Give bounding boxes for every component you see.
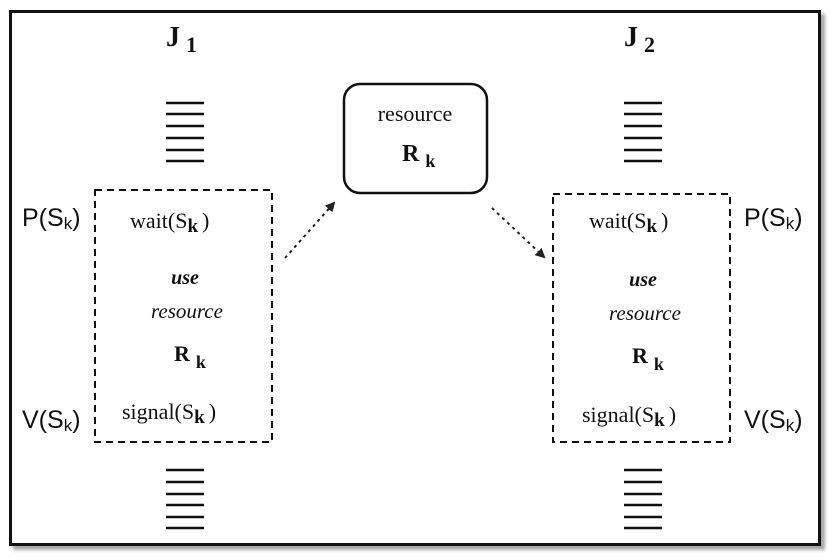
resource-label: resource [378, 101, 453, 126]
job2-use-label: use [629, 269, 657, 291]
job1-resource-label: resource [151, 299, 223, 323]
job2-critical-section-box [552, 193, 731, 443]
job1-signal-statement: signal(Sk) [122, 399, 216, 428]
job2-code-lines-top [624, 101, 662, 163]
job2-v-operation: V(Sk) [744, 406, 803, 435]
job1-wait-statement: wait(Sk) [130, 208, 209, 237]
arrow-job1-to-resource [284, 201, 336, 259]
job2-resource-label: resource [609, 301, 681, 325]
job2-p-operation: P(Sk) [744, 204, 803, 233]
job1-p-operation: P(Sk) [22, 204, 81, 233]
job1-code-lines-top [166, 101, 204, 163]
job1-code-lines-bottom [166, 468, 204, 530]
job1-critical-section-box [94, 189, 273, 443]
job1-v-operation: V(Sk) [22, 406, 81, 435]
job2-wait-statement: wait(Sk) [589, 208, 668, 237]
arrow-resource-to-job2 [491, 207, 546, 259]
resource-box [342, 82, 489, 195]
job2-code-lines-bottom [624, 468, 662, 530]
job1-use-label: use [171, 267, 199, 289]
job2-signal-statement: signal(Sk) [582, 402, 676, 431]
